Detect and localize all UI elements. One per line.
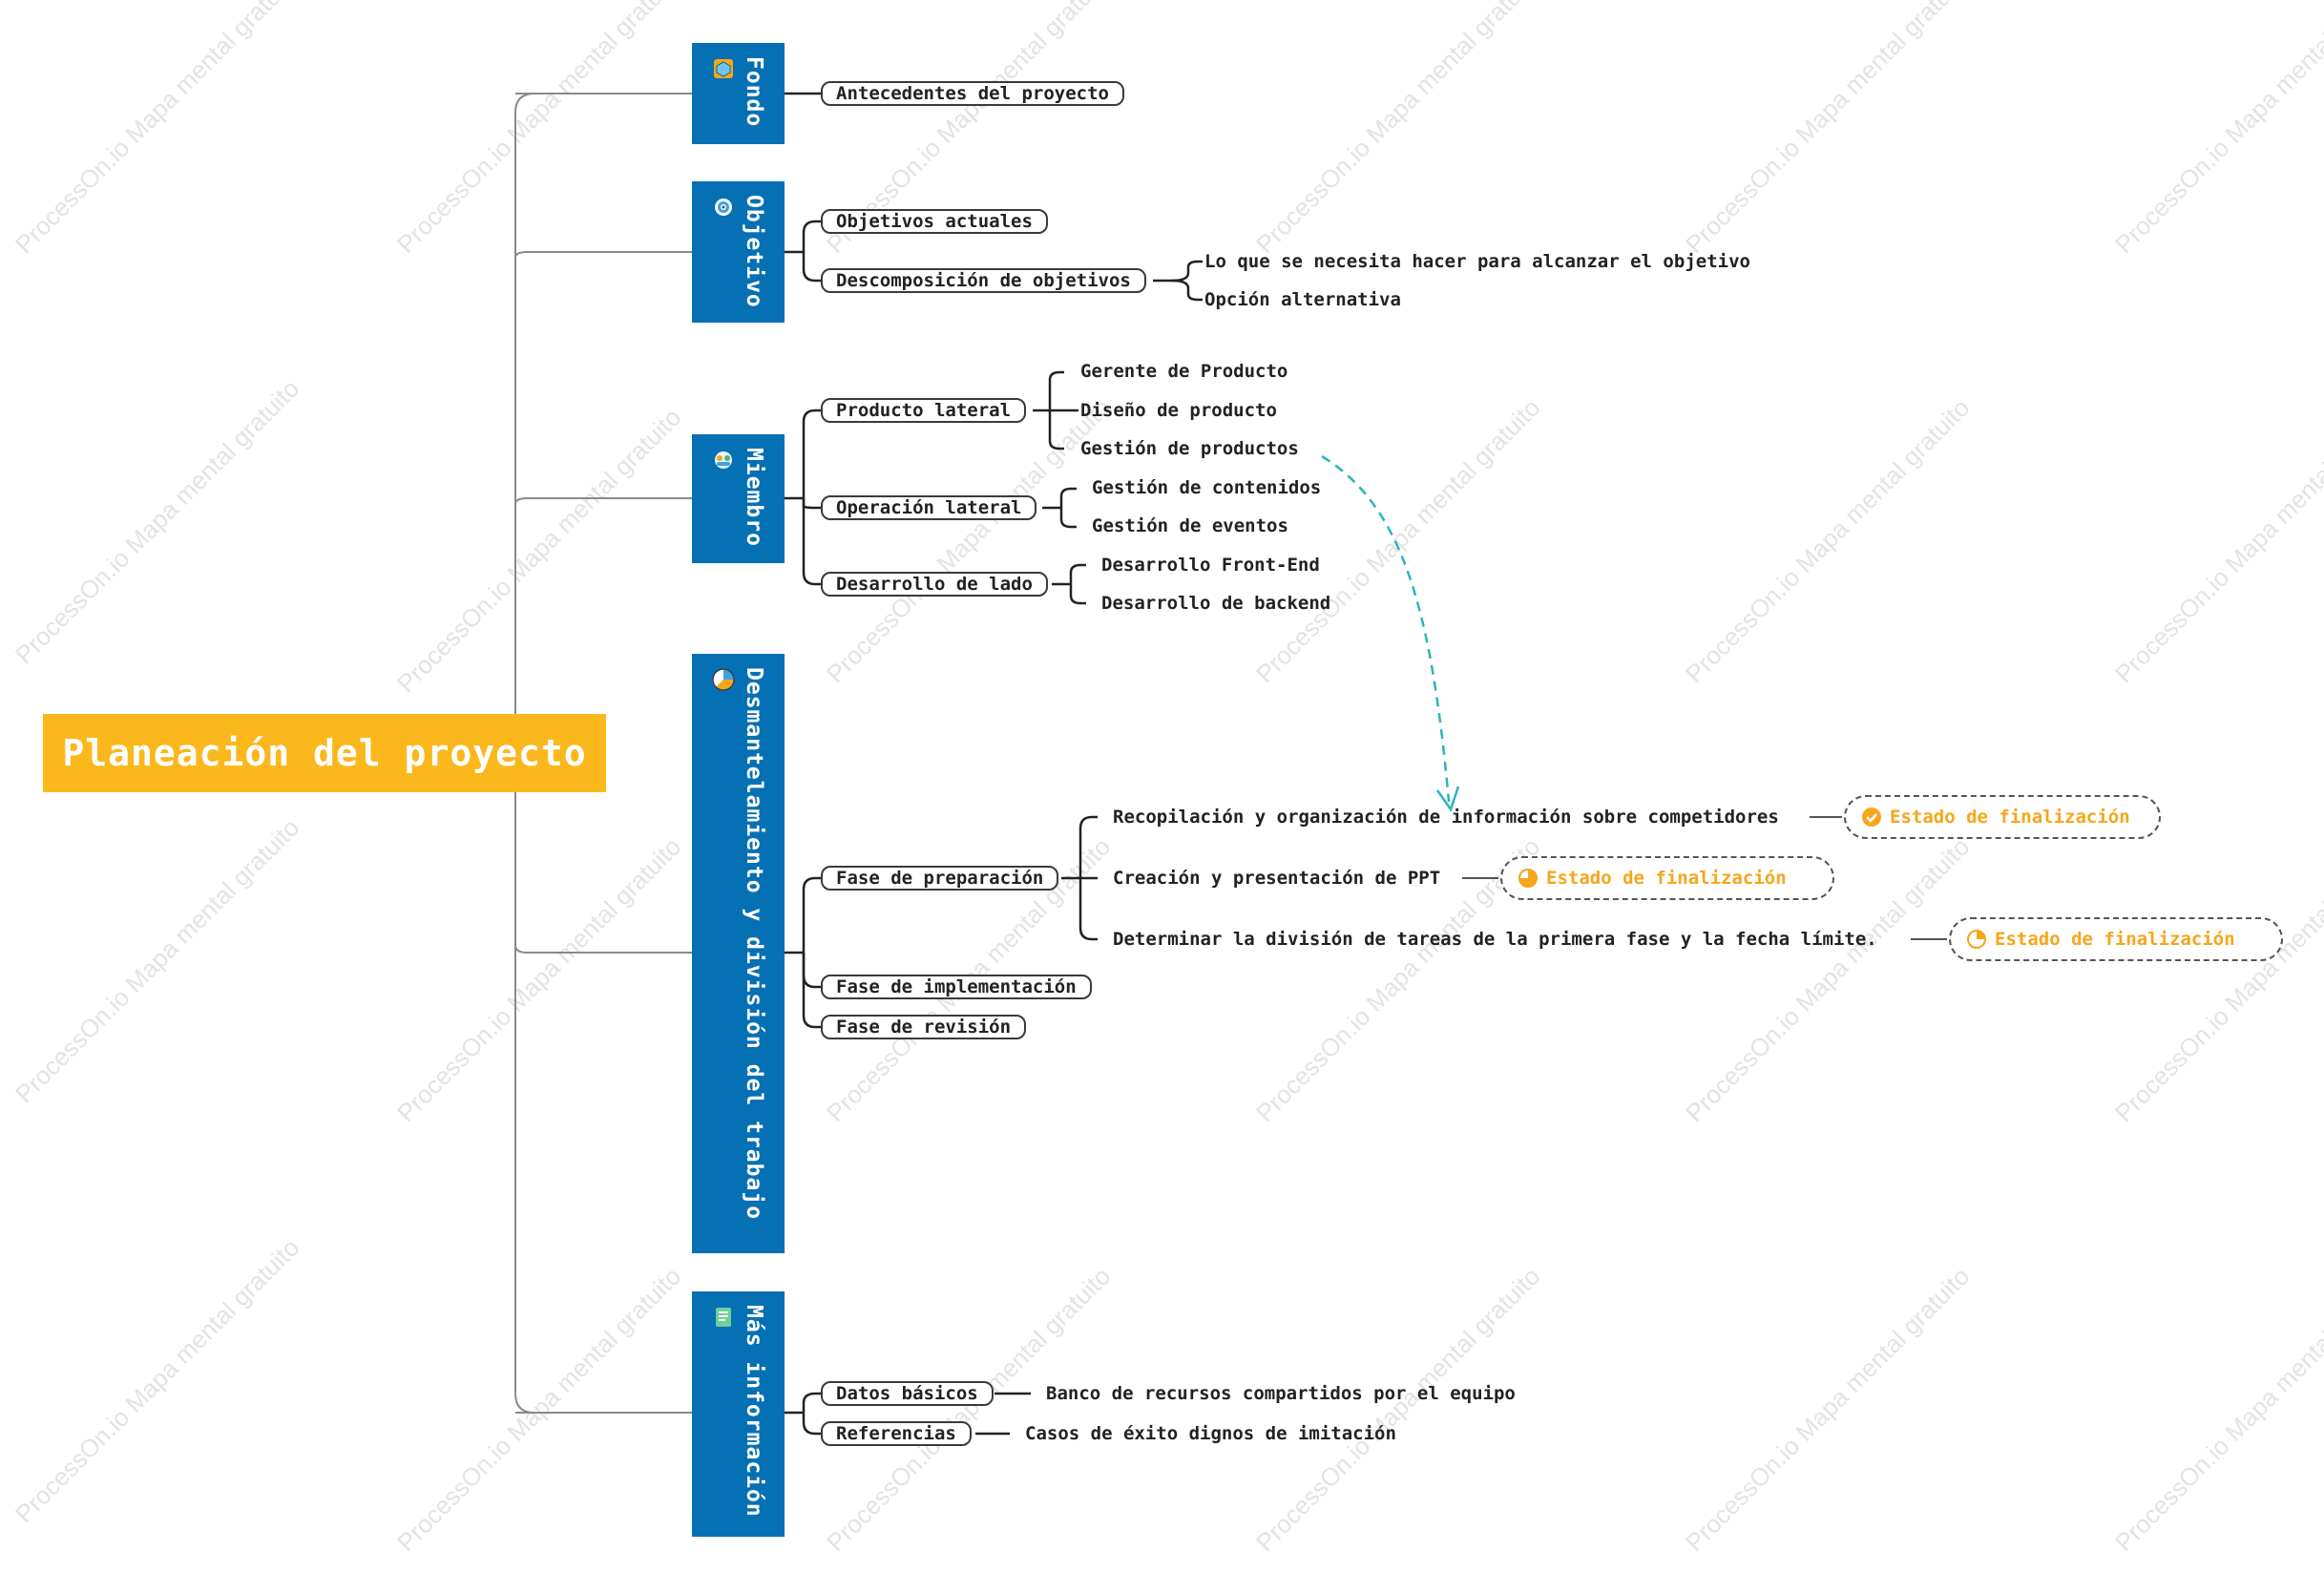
root-node[interactable]: Planeación del proyecto xyxy=(43,714,606,792)
relation-arrow xyxy=(1321,454,1451,803)
pie-progress-icon xyxy=(1967,930,1986,949)
pie-progress-icon xyxy=(1518,869,1538,888)
branch-objetivo[interactable]: Objetivo xyxy=(692,181,785,323)
branch-mas-informacion[interactable]: Más información xyxy=(692,1291,785,1537)
trunk-to-objetivo xyxy=(514,251,692,259)
leaf-node[interactable]: Desarrollo Front-End xyxy=(1101,555,1320,576)
leaf-node[interactable]: Lo que se necesita hacer para alcanzar e… xyxy=(1204,251,1750,272)
topic-fase-revision[interactable]: Fase de revisión xyxy=(821,1015,1027,1039)
leaf-node[interactable]: Gestión de eventos xyxy=(1092,515,1288,536)
team-icon xyxy=(715,451,732,469)
pie-chart-icon xyxy=(712,668,735,691)
topic-desarrollo-lado[interactable]: Desarrollo de lado xyxy=(821,572,1048,597)
leaf-node[interactable]: Recopilación y organización de informaci… xyxy=(1113,807,1779,828)
leaf-node[interactable]: Casos de éxito dignos de imitación xyxy=(1025,1423,1396,1444)
topic-fase-implementacion[interactable]: Fase de implementación xyxy=(821,975,1092,999)
leaf-node[interactable]: Gestión de contenidos xyxy=(1092,477,1322,498)
branch-miembro[interactable]: Miembro xyxy=(692,434,785,563)
branch-title: Miembro xyxy=(742,448,766,547)
check-circle-icon xyxy=(1862,807,1881,827)
relation-arrowhead xyxy=(1435,786,1460,812)
leaf-node[interactable]: Desarrollo de backend xyxy=(1101,593,1331,614)
root-title: Planeación del proyecto xyxy=(62,732,587,774)
leaf-node[interactable]: Banco de recursos compartidos por el equ… xyxy=(1046,1383,1516,1404)
leaf-node[interactable]: Determinar la división de tareas de la p… xyxy=(1113,929,1877,950)
topic-referencias[interactable]: Referencias xyxy=(821,1421,972,1446)
leaf-node[interactable]: Creación y presentación de PPT xyxy=(1113,868,1441,889)
branch-desmantelamiento[interactable]: Desmantelamiento y división del trabajo xyxy=(692,654,785,1253)
status-tag[interactable]: Estado de finalización xyxy=(1844,795,2161,839)
topic-antecedentes[interactable]: Antecedentes del proyecto xyxy=(821,81,1124,106)
branch-title: Objetivo xyxy=(742,195,766,308)
target-icon xyxy=(715,199,732,216)
topic-datos-basicos[interactable]: Datos básicos xyxy=(821,1381,994,1406)
status-tag[interactable]: Estado de finalización xyxy=(1949,917,2283,961)
topic-operacion-lateral[interactable]: Operación lateral xyxy=(821,495,1037,520)
box-icon xyxy=(714,59,733,78)
leaf-node[interactable]: Gestión de productos xyxy=(1080,438,1299,459)
trunk-to-desmantelamiento xyxy=(514,944,692,954)
trunk-to-miembro xyxy=(514,497,692,505)
branch-fondo[interactable]: Fondo xyxy=(692,43,785,144)
leaf-node[interactable]: Diseño de producto xyxy=(1080,400,1277,421)
topic-objetivos-actuales[interactable]: Objetivos actuales xyxy=(821,209,1048,234)
status-label: Estado de finalización xyxy=(1546,868,1787,889)
topic-producto-lateral[interactable]: Producto lateral xyxy=(821,398,1027,423)
status-tag[interactable]: Estado de finalización xyxy=(1500,856,1834,900)
notes-icon xyxy=(716,1308,731,1327)
topic-descomposicion[interactable]: Descomposición de objetivos xyxy=(821,268,1146,293)
branch-title: Desmantelamiento y división del trabajo xyxy=(742,667,766,1221)
status-label: Estado de finalización xyxy=(1995,929,2235,950)
branch-title: Fondo xyxy=(742,56,766,128)
topic-fase-preparacion[interactable]: Fase de preparación xyxy=(821,866,1059,891)
branch-title: Más información xyxy=(742,1305,766,1518)
status-label: Estado de finalización xyxy=(1890,807,2130,828)
leaf-node[interactable]: Gerente de Producto xyxy=(1080,361,1288,382)
leaf-node[interactable]: Opción alternativa xyxy=(1204,289,1401,310)
